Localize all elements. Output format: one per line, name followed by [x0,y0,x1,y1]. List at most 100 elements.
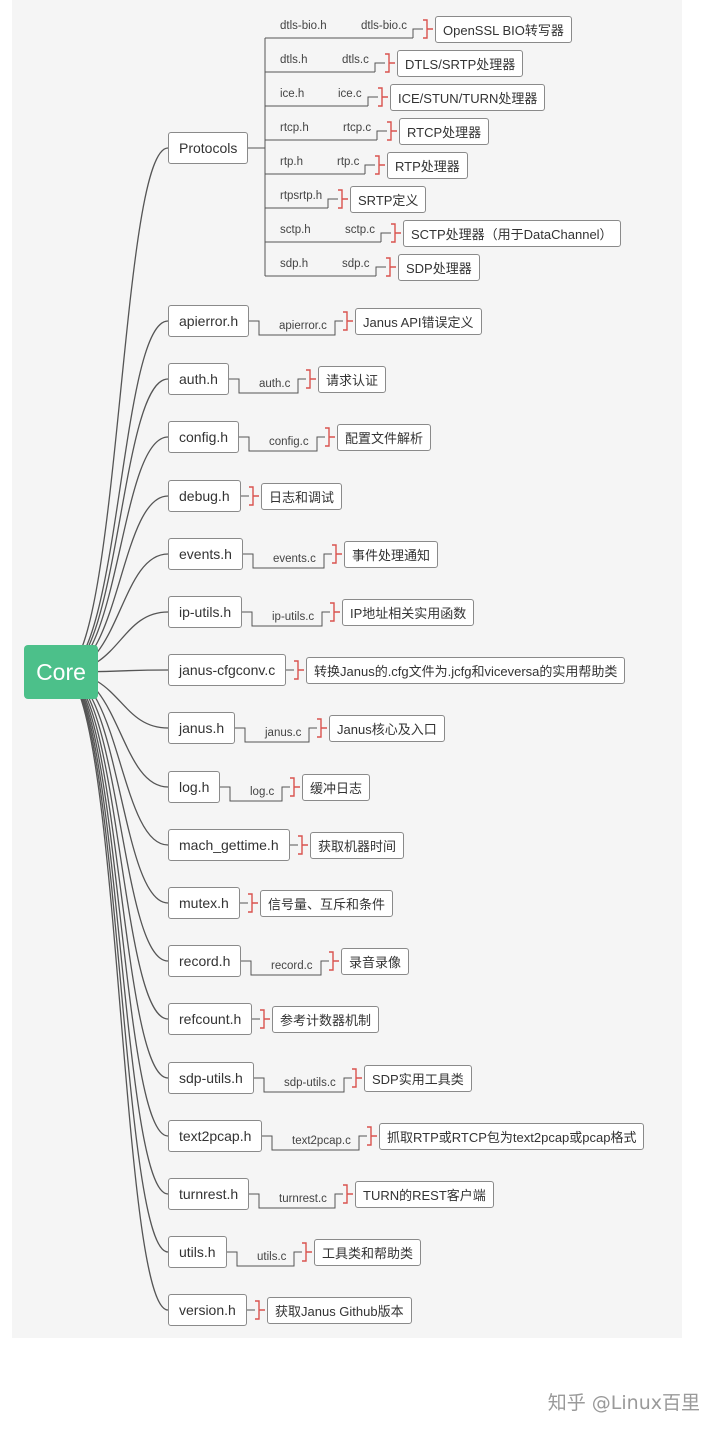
node-janus-cfgconv-c[interactable]: janus-cfgconv.c [168,654,287,686]
connector-auth-h [61,378,169,673]
node-log-h[interactable]: log.h [168,771,221,803]
protocol-link-0 [412,28,423,38]
node-debug-h[interactable]: debug.h [168,480,241,512]
protocol-h-sdp-h[interactable]: sdp.h [280,258,309,270]
protocol-link-1 [374,62,385,72]
watermark: 知乎 @Linux百里 [547,1392,700,1414]
node-text2pcap-h[interactable]: text2pcap.h [168,1120,263,1152]
protocol-h-rtcp-h[interactable]: rtcp.h [280,122,309,134]
protocol-desc-sdp-h: SDP处理器 [398,254,480,281]
bracket-config-h [325,427,335,447]
connector-turnrest-h [61,671,169,1195]
connector-protocols [61,147,169,673]
bracket-janus-cfgconv-c [294,660,304,680]
file-ip-utils-c[interactable]: ip-utils.c [272,611,315,623]
protocol-h-ice-h[interactable]: ice.h [280,88,305,100]
desc-debug-h: 日志和调试 [261,483,343,510]
file-turnrest-c[interactable]: turnrest.c [279,1193,327,1205]
link-record-h [241,960,329,976]
protocol-c-sctp-c[interactable]: sctp.c [345,224,376,236]
protocol-link-7 [375,266,386,276]
connector-config-h [61,436,169,673]
bracket-apierror-h [343,311,353,331]
desc-auth-h: 请求认证 [318,366,387,393]
file-events-c[interactable]: events.c [273,553,316,565]
desc-utils-h: 工具类和帮助类 [314,1239,422,1266]
protocol-h-dtls-bio-h[interactable]: dtls-bio.h [280,20,327,32]
desc-version-h: 获取Janus Github版本 [267,1297,412,1324]
link-janus-h [235,727,317,743]
bracket-mach-gettime-h [298,835,308,855]
protocol-desc-rtp-h: RTP处理器 [387,152,468,179]
link-config-h [239,436,325,452]
bracket-mutex-h [248,893,258,913]
protocol-bracket-3 [387,121,397,141]
protocol-h-dtls-h[interactable]: dtls.h [280,54,308,66]
protocol-c-dtls-c[interactable]: dtls.c [342,54,369,66]
protocol-c-sdp-c[interactable]: sdp.c [342,258,370,270]
desc-text2pcap-h: 抓取RTP或RTCP包为text2pcap或pcap格式 [379,1123,645,1150]
protocol-c-rtcp-c[interactable]: rtcp.c [343,122,372,134]
bracket-utils-h [302,1242,312,1262]
link-sdp-utils-h [254,1077,352,1093]
node-sdp-utils-h[interactable]: sdp-utils.h [168,1062,254,1094]
protocol-h-sctp-h[interactable]: sctp.h [280,224,311,236]
bracket-sdp-utils-h [352,1068,362,1088]
file-record-c[interactable]: record.c [271,960,313,972]
node-janus-h[interactable]: janus.h [168,712,236,744]
node-auth-h[interactable]: auth.h [168,363,229,395]
file-auth-c[interactable]: auth.c [259,378,291,390]
node-record-h[interactable]: record.h [168,945,242,977]
bracket-auth-h [306,369,316,389]
protocol-desc-dtls-bio-h: OpenSSL BIO转写器 [435,16,572,43]
root-node-core[interactable]: Core [24,645,98,699]
protocol-c-rtp-c[interactable]: rtp.c [337,156,360,168]
bracket-turnrest-h [343,1184,353,1204]
protocol-h-rtp-h[interactable]: rtp.h [280,156,304,168]
protocol-desc-sctp-h: SCTP处理器（用于DataChannel） [403,220,621,247]
file-sdp-utils-c[interactable]: sdp-utils.c [284,1077,336,1089]
node-protocols[interactable]: Protocols [168,132,249,164]
node-refcount-h[interactable]: refcount.h [168,1003,253,1035]
file-text2pcap-c[interactable]: text2pcap.c [292,1135,351,1147]
link-utils-h [227,1251,302,1267]
protocol-bracket-7 [386,257,396,277]
desc-janus-h: Janus核心及入口 [329,715,445,742]
node-events-h[interactable]: events.h [168,538,243,570]
file-config-c[interactable]: config.c [269,436,309,448]
desc-sdp-utils-h: SDP实用工具类 [364,1065,472,1092]
desc-events-h: 事件处理通知 [344,541,439,568]
node-ip-utils-h[interactable]: ip-utils.h [168,596,243,628]
bracket-record-h [329,951,339,971]
node-turnrest-h[interactable]: turnrest.h [168,1178,250,1210]
bracket-refcount-h [260,1009,270,1029]
node-config-h[interactable]: config.h [168,421,240,453]
link-auth-h [229,378,306,394]
protocol-bracket-6 [391,223,401,243]
desc-config-h: 配置文件解析 [337,424,432,451]
file-utils-c[interactable]: utils.c [257,1251,287,1263]
protocol-desc-rtpsrtp-h: SRTP定义 [350,186,427,213]
bracket-text2pcap-h [367,1126,377,1146]
protocol-c-dtls-bio-c[interactable]: dtls-bio.c [361,20,408,32]
protocol-c-ice-c[interactable]: ice.c [338,88,362,100]
node-mach-gettime-h[interactable]: mach_gettime.h [168,829,290,861]
node-version-h[interactable]: version.h [168,1294,247,1326]
file-apierror-c[interactable]: apierror.c [279,320,327,332]
protocol-bracket-2 [378,87,388,107]
protocol-h-rtpsrtp-h[interactable]: rtpsrtp.h [280,190,323,202]
node-mutex-h[interactable]: mutex.h [168,887,240,919]
desc-record-h: 录音录像 [341,948,410,975]
node-apierror-h[interactable]: apierror.h [168,305,250,337]
file-log-c[interactable]: log.c [250,786,275,798]
bracket-janus-h [317,718,327,738]
desc-mutex-h: 信号量、互斥和条件 [260,890,394,917]
file-janus-c[interactable]: janus.c [265,727,302,739]
bracket-version-h [255,1300,265,1320]
bracket-events-h [332,544,342,564]
desc-log-h: 缓冲日志 [302,774,371,801]
node-utils-h[interactable]: utils.h [168,1236,227,1268]
protocol-link-4 [364,164,375,174]
protocol-link-3 [376,130,387,140]
